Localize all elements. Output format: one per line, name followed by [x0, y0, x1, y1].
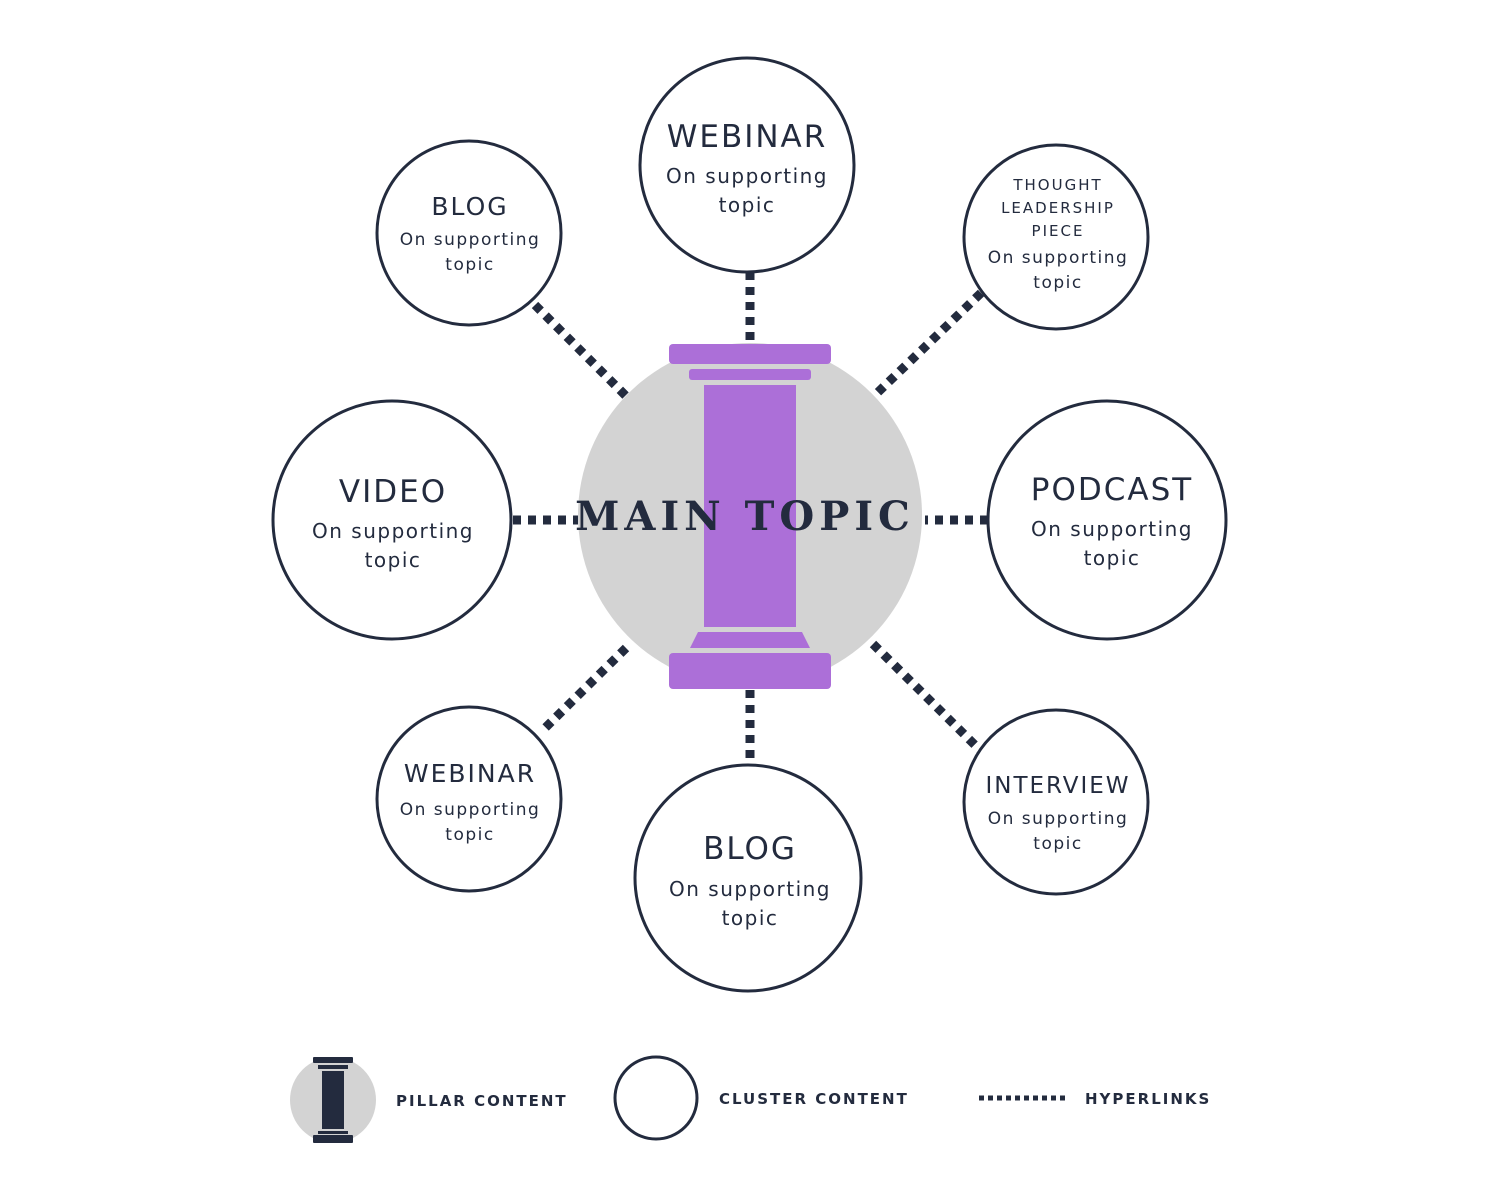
cluster-nodes: [271, 56, 1228, 993]
node-subtitle: On supporting: [988, 809, 1129, 829]
cluster-node-thought-leadership: [962, 143, 1150, 331]
node-subtitle: topic: [1084, 546, 1141, 570]
node-subtitle: topic: [1033, 834, 1082, 854]
legend-hyperlinks-label: HYPERLINKS: [1085, 1090, 1211, 1108]
node-title: WEBINAR: [404, 759, 536, 788]
node-subtitle: topic: [365, 548, 422, 572]
node-subtitle: On supporting: [400, 800, 541, 820]
cluster-node-blog-top: [375, 139, 563, 327]
connector-bottom-left: [539, 644, 630, 734]
legend: PILLAR CONTENT CLUSTER CONTENT HYPERLINK…: [290, 1055, 1211, 1143]
node-title: VIDEO: [339, 474, 447, 510]
node-subtitle: topic: [719, 193, 776, 217]
node-subtitle: On supporting: [400, 230, 541, 250]
node-title: INTERVIEW: [985, 773, 1130, 799]
cluster-labels: WEBINAR On supporting topic THOUGHT LEAD…: [312, 119, 1193, 930]
connectors: [513, 272, 988, 765]
cluster-node-video: [271, 399, 513, 641]
main-topic-hub: MAIN TOPIC: [575, 343, 922, 689]
node-title: WEBINAR: [667, 119, 828, 155]
node-subtitle: On supporting: [1031, 517, 1193, 541]
cluster-node-webinar-bottom: [375, 705, 563, 893]
cluster-node-blog-bottom: [633, 763, 863, 993]
node-subtitle: topic: [445, 255, 494, 275]
connector-top-right: [869, 289, 985, 401]
legend-pillar-label: PILLAR CONTENT: [396, 1092, 568, 1110]
node-subtitle: On supporting: [312, 519, 474, 543]
connector-top-left: [531, 301, 630, 400]
node-subtitle: On supporting: [666, 164, 828, 188]
connector-bottom-right: [869, 640, 984, 754]
node-subtitle: On supporting: [669, 877, 831, 901]
node-title: BLOG: [703, 831, 797, 867]
legend-cluster: CLUSTER CONTENT: [613, 1055, 909, 1141]
legend-hyperlinks: HYPERLINKS: [979, 1090, 1211, 1108]
legend-pillar-icon: [313, 1057, 353, 1143]
legend-cluster-circle: [613, 1055, 699, 1141]
cluster-node-podcast: [986, 399, 1228, 641]
node-subtitle: On supporting: [988, 248, 1129, 268]
legend-cluster-label: CLUSTER CONTENT: [719, 1090, 909, 1108]
cluster-node-webinar-top: [638, 56, 856, 274]
node-title: LEADERSHIP: [1001, 199, 1115, 217]
node-title: PODCAST: [1031, 472, 1193, 508]
node-subtitle: topic: [722, 906, 779, 930]
main-topic-label: MAIN TOPIC: [575, 493, 915, 540]
cluster-node-interview: [962, 708, 1150, 896]
legend-pillar: PILLAR CONTENT: [290, 1057, 568, 1143]
node-subtitle: topic: [445, 825, 494, 845]
node-title: THOUGHT: [1012, 176, 1102, 194]
node-title: PIECE: [1032, 222, 1085, 240]
node-title: BLOG: [431, 192, 508, 221]
pillar-icon: [669, 344, 831, 689]
node-subtitle: topic: [1033, 273, 1082, 293]
